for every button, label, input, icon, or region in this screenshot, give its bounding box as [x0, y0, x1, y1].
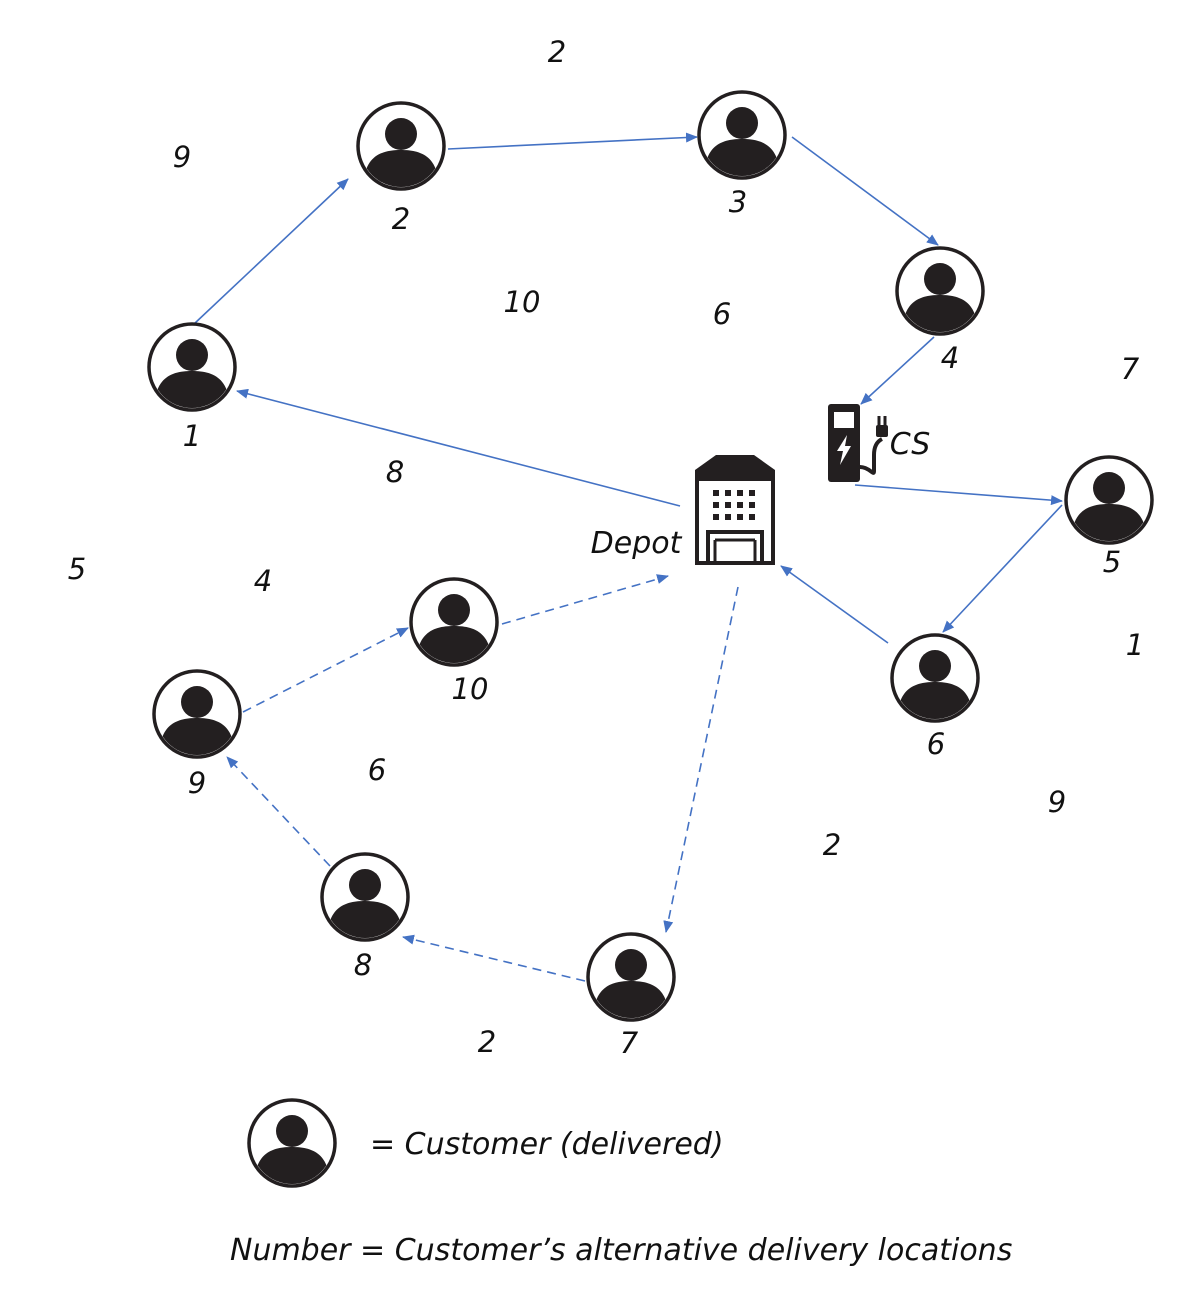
customer-node-7 — [588, 934, 674, 1021]
customer-label-1: 1 — [183, 419, 201, 453]
alt-number: 2 — [823, 828, 841, 862]
route-arrow-9-to-10 — [242, 627, 409, 713]
alternative-location-numbers: 2 9 10 6 7 8 5 4 1 6 9 2 2 — [68, 35, 1144, 1059]
route-arrow-2-to-3 — [447, 132, 698, 150]
customer-node-9 — [154, 671, 240, 758]
route-arrow-6-to-depot — [780, 565, 889, 644]
alt-number: 9 — [1048, 785, 1066, 819]
route-arrow-10-to-depot — [501, 574, 669, 625]
route-arrow-1-to-2 — [193, 178, 349, 325]
customer-labels: 1 2 3 4 5 6 7 8 9 10 — [183, 185, 1121, 1060]
alt-number: 5 — [68, 552, 86, 586]
alt-number: 7 — [1121, 352, 1140, 386]
route-arrow-depot-to-1 — [236, 388, 681, 507]
legend-number-text: Number = Customer’s alternative delivery… — [230, 1233, 1012, 1268]
route-arrow-4-to-cs — [860, 336, 935, 405]
route-arrow-depot-to-7 — [663, 586, 739, 933]
alt-number: 9 — [173, 140, 191, 174]
customer-label-9: 9 — [188, 766, 206, 800]
alt-number: 8 — [386, 455, 404, 489]
customer-node-2 — [358, 103, 444, 190]
legend: = Customer (delivered) Number = Customer… — [230, 1100, 1012, 1268]
alt-number: 6 — [713, 297, 731, 331]
charging-station-icon — [828, 404, 888, 482]
route-arrow-cs-to-5 — [854, 484, 1063, 506]
depot-building-icon — [695, 455, 775, 565]
customer-label-5: 5 — [1103, 545, 1121, 579]
route-arrow-7-to-8 — [402, 934, 586, 982]
alt-number: 2 — [478, 1025, 496, 1059]
customer-node-8 — [322, 854, 408, 941]
route-arrow-3-to-4 — [791, 136, 939, 246]
customer-node-4 — [897, 248, 983, 335]
customer-node-10 — [411, 579, 497, 666]
customer-label-3: 3 — [729, 185, 747, 219]
alt-number: 4 — [254, 564, 272, 598]
customer-label-7: 7 — [620, 1026, 639, 1060]
alt-number: 10 — [504, 285, 541, 319]
legend-customer-icon — [249, 1100, 335, 1187]
customer-label-4: 4 — [941, 341, 959, 375]
alt-number: 1 — [1126, 628, 1144, 662]
customer-label-6: 6 — [927, 727, 945, 761]
customer-label-10: 10 — [452, 672, 489, 706]
customer-node-6 — [892, 635, 978, 722]
customer-label-8: 8 — [354, 948, 372, 982]
customer-node-5 — [1066, 457, 1152, 544]
customer-label-2: 2 — [392, 202, 410, 236]
route-arrow-8-to-9 — [226, 756, 331, 867]
customer-node-3 — [699, 92, 785, 179]
route-arrow-5-to-6 — [942, 504, 1063, 633]
charging-station-label: CS — [890, 427, 931, 462]
alt-number: 6 — [368, 753, 386, 787]
legend-customer-text: = Customer (delivered) — [370, 1127, 724, 1162]
customer-node-1 — [149, 324, 235, 411]
route-edges — [193, 132, 1063, 982]
depot-label: Depot — [591, 526, 683, 561]
alt-number: 2 — [548, 35, 566, 69]
